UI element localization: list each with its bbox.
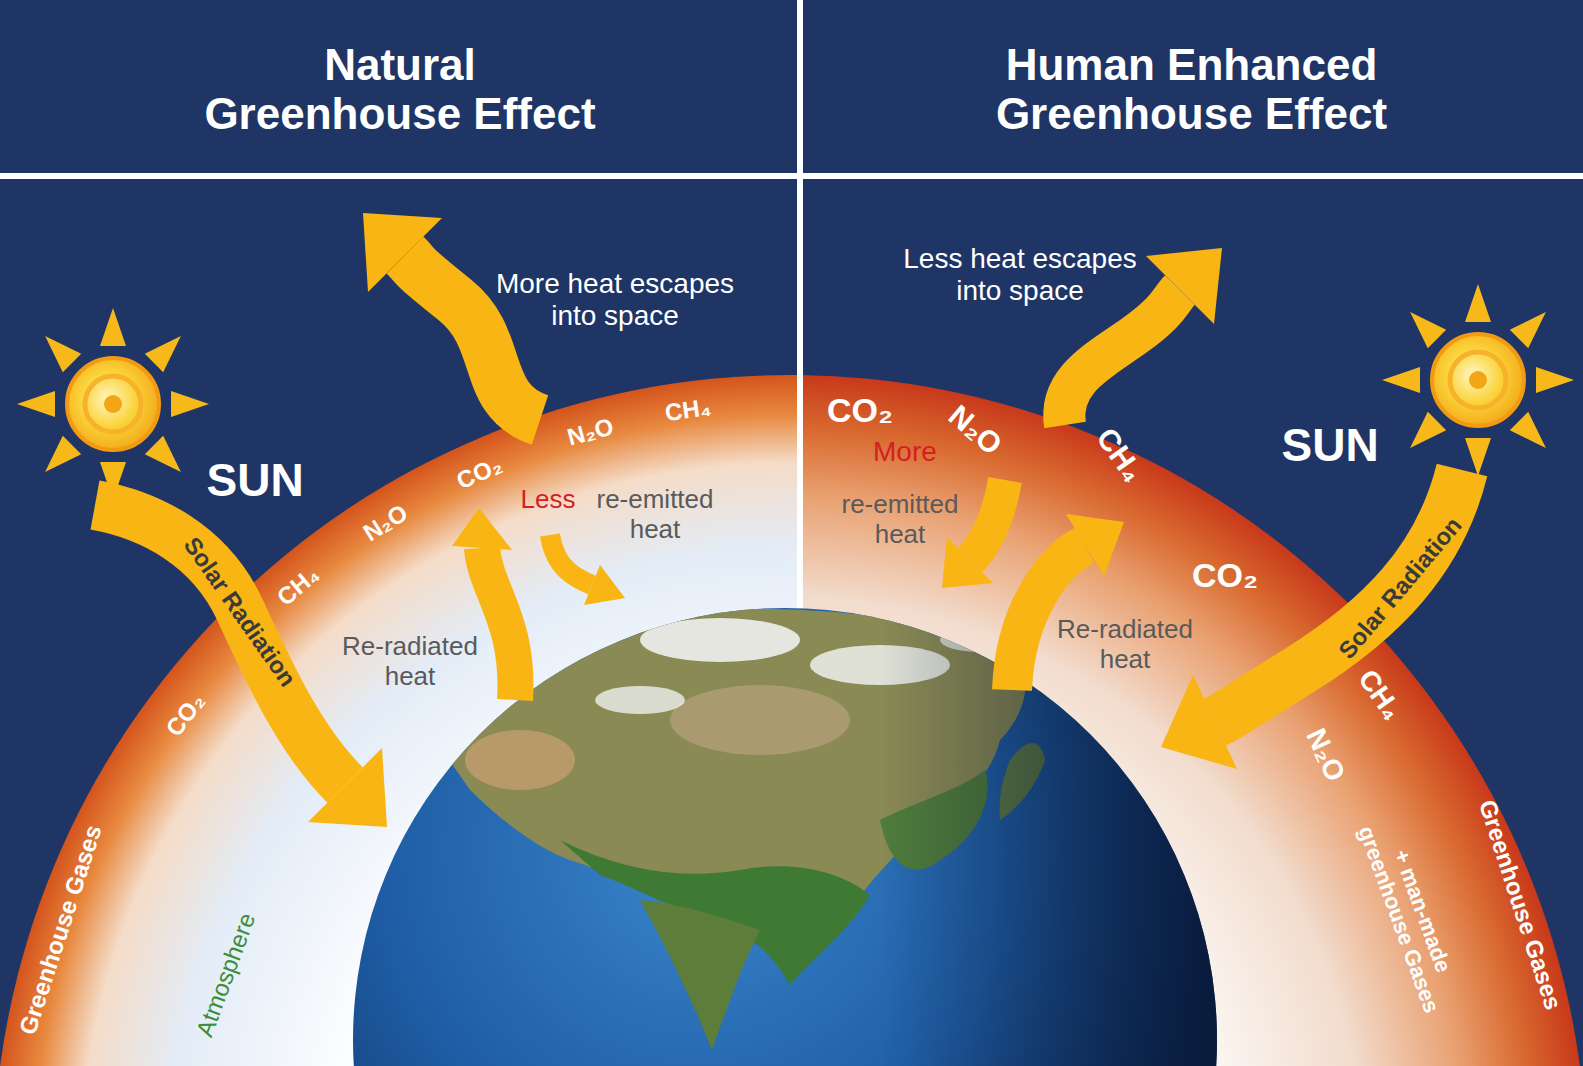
illustration-part <box>100 308 126 346</box>
gas-label: CO₂ <box>452 451 506 495</box>
arrow-label: Solar Radiation <box>1333 512 1467 665</box>
illustration-part <box>36 327 81 372</box>
illustration-part <box>1146 248 1222 324</box>
illustration-part <box>1401 303 1446 348</box>
illustration-part <box>17 308 209 500</box>
header-title: Natural Greenhouse Effect <box>198 40 603 139</box>
illustration-part <box>363 213 442 292</box>
arrow-label: Solar Radiation <box>178 532 302 692</box>
illustration-part <box>104 395 122 413</box>
gas-label: CO₂ <box>827 391 893 430</box>
illustration-part <box>145 436 190 481</box>
divider-line <box>797 0 803 612</box>
arrow-label: re-emitted heat <box>825 490 975 550</box>
gas-label: CH₄ <box>272 560 325 611</box>
illustration-part <box>942 537 993 588</box>
gas-label: CO₂ <box>1192 556 1258 595</box>
illustration-part <box>36 436 81 481</box>
illustration-part <box>308 748 387 827</box>
illustration-part <box>67 358 159 450</box>
layer-label: + man-made greenhouse Gases <box>1351 810 1469 1020</box>
gas-label: N₂O <box>942 398 1009 462</box>
illustration-part <box>1382 284 1574 476</box>
gas-label: N₂O <box>358 499 412 547</box>
illustration-part <box>1064 290 1180 425</box>
illustration-part <box>85 376 141 432</box>
arrow-label: More heat escapes into space <box>485 268 745 332</box>
gas-label: CH₄ <box>663 393 713 427</box>
illustration-part <box>1469 371 1487 389</box>
illustration-part <box>430 600 1300 1066</box>
illustration-part <box>145 327 190 372</box>
illustration-part <box>95 505 345 785</box>
divider-line <box>0 173 1583 179</box>
illustration-part <box>465 730 575 790</box>
illustration-part <box>800 600 1300 1066</box>
illustration-part <box>1465 284 1491 322</box>
header-band: Natural Greenhouse Effect <box>8 8 792 170</box>
arrow-label: Less <box>521 485 576 515</box>
illustration-part <box>171 391 209 417</box>
illustration-part <box>550 535 592 585</box>
arrow-label: re-emitted heat <box>580 485 730 545</box>
earth <box>353 600 1300 1066</box>
illustration-part <box>640 618 800 662</box>
sun-icon <box>17 308 209 500</box>
atmosphere-enhanced <box>800 375 1583 1066</box>
illustration-part <box>482 548 515 700</box>
header-band: Human Enhanced Greenhouse Effect <box>808 8 1575 170</box>
layer-label: Atmosphere <box>190 909 260 1040</box>
illustration-part <box>970 480 1005 560</box>
layer-label: Greenhouse Gases <box>13 822 107 1039</box>
illustration-part <box>584 565 625 605</box>
illustration-part <box>1066 514 1124 576</box>
heat-arrows <box>95 255 1462 785</box>
illustration-part <box>1536 367 1574 393</box>
layer-label: Greenhouse Gases <box>1473 797 1567 1014</box>
gas-label: N₂O <box>564 412 616 451</box>
gas-label: CH₄ <box>1089 421 1150 488</box>
illustration-part <box>1465 438 1491 476</box>
arrow-label: Less heat escapes into space <box>890 243 1150 307</box>
arrow-label: Re-radiated heat <box>335 632 485 692</box>
arrow-heads <box>308 213 1237 827</box>
arrow-label: More <box>873 436 937 468</box>
illustration-part <box>452 508 512 550</box>
illustration-part <box>1161 675 1237 769</box>
illustration-part <box>1450 352 1506 408</box>
header-title: Human Enhanced Greenhouse Effect <box>989 40 1394 139</box>
illustration-part <box>1401 412 1446 457</box>
illustration-part <box>1432 334 1524 426</box>
sun-label: SUN <box>207 454 304 507</box>
gas-label: CH₄ <box>1351 664 1408 727</box>
illustration-part <box>1510 412 1555 457</box>
illustration-part <box>17 391 55 417</box>
atmosphere-natural <box>0 375 800 1066</box>
illustration-part <box>640 900 760 1050</box>
gas-label: N₂O <box>1299 724 1351 787</box>
sun-icon <box>1382 284 1574 476</box>
illustration-part <box>595 686 685 714</box>
illustration-part <box>1382 367 1420 393</box>
illustration-part <box>1510 303 1555 348</box>
sun-label: SUN <box>1282 419 1379 472</box>
illustration-part <box>1215 470 1462 722</box>
arrow-label: Re-radiated heat <box>1050 615 1200 675</box>
gas-label: CO₂ <box>160 688 210 742</box>
